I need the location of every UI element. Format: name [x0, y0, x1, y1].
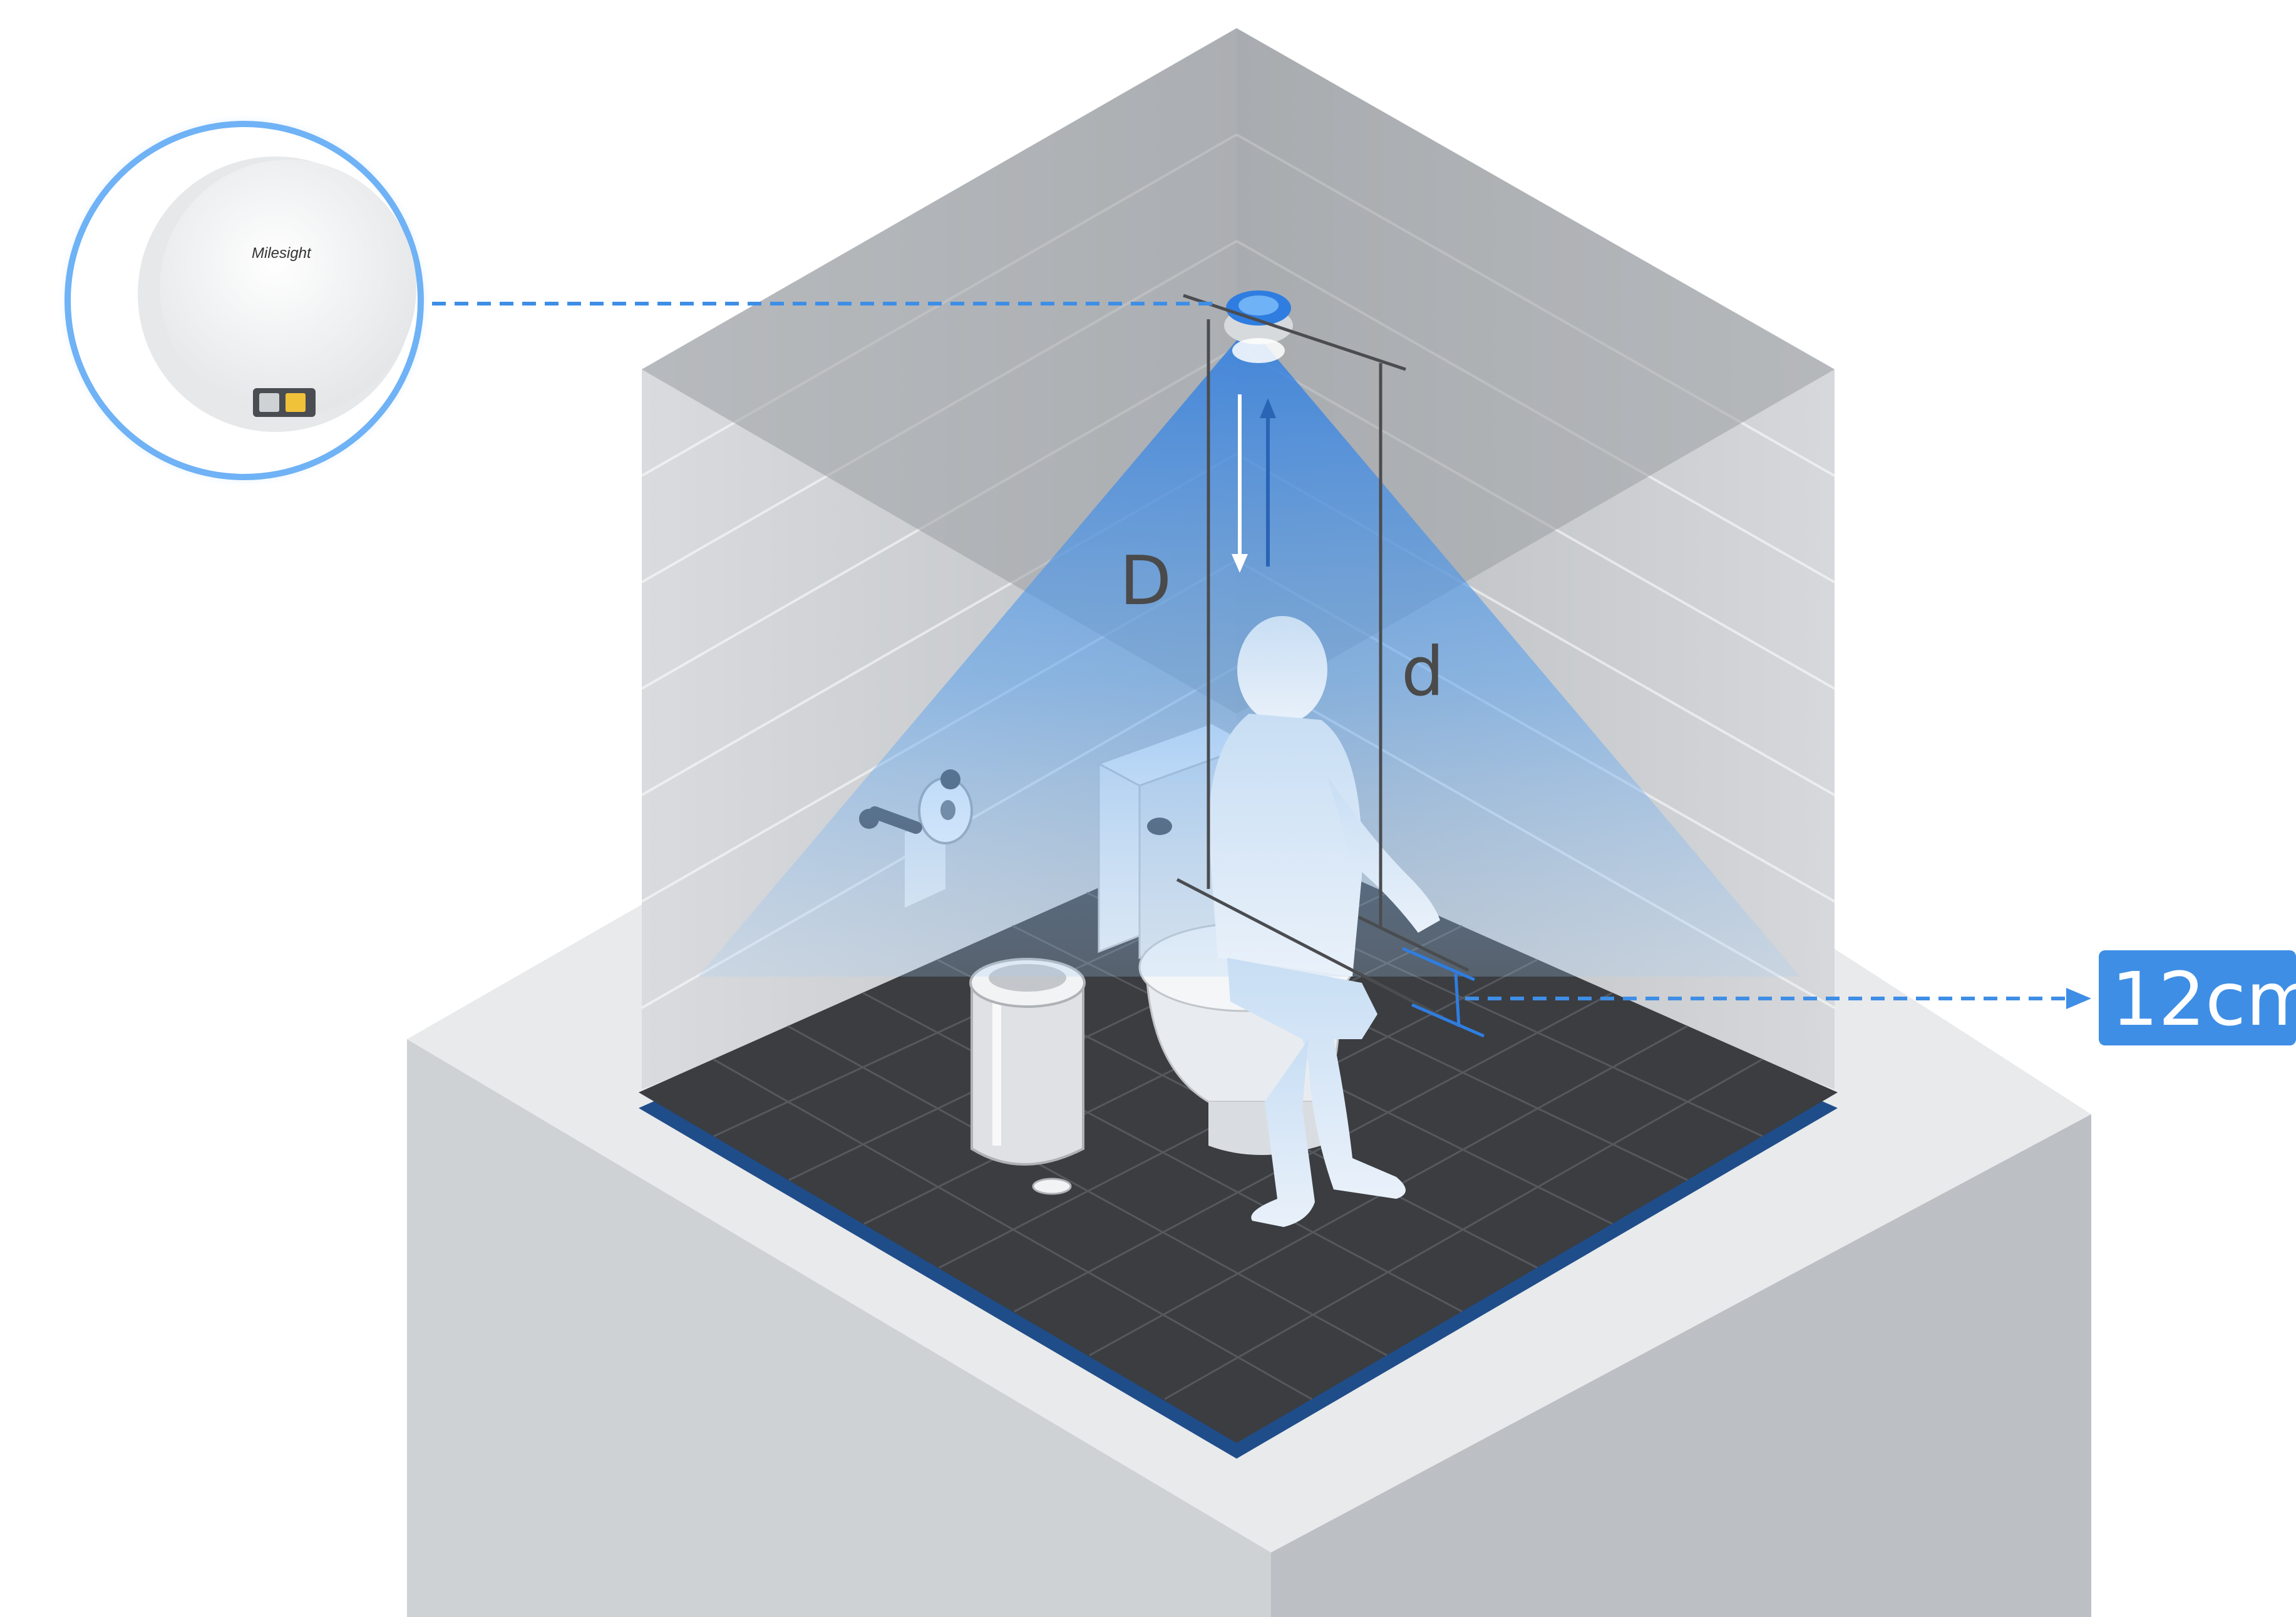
measurement-label-D: D: [1120, 542, 1171, 620]
brand-logo: Milesight: [252, 245, 312, 262]
product-inset: Milesight: [56, 113, 432, 488]
measurement-label-d: d: [1401, 633, 1444, 711]
connector-arrowhead: [2066, 988, 2091, 1009]
offset-value-badge: 12cm: [2099, 950, 2296, 1045]
ceiling-sensor: [1224, 290, 1293, 363]
offset-value-text: 12cm: [2111, 956, 2296, 1042]
